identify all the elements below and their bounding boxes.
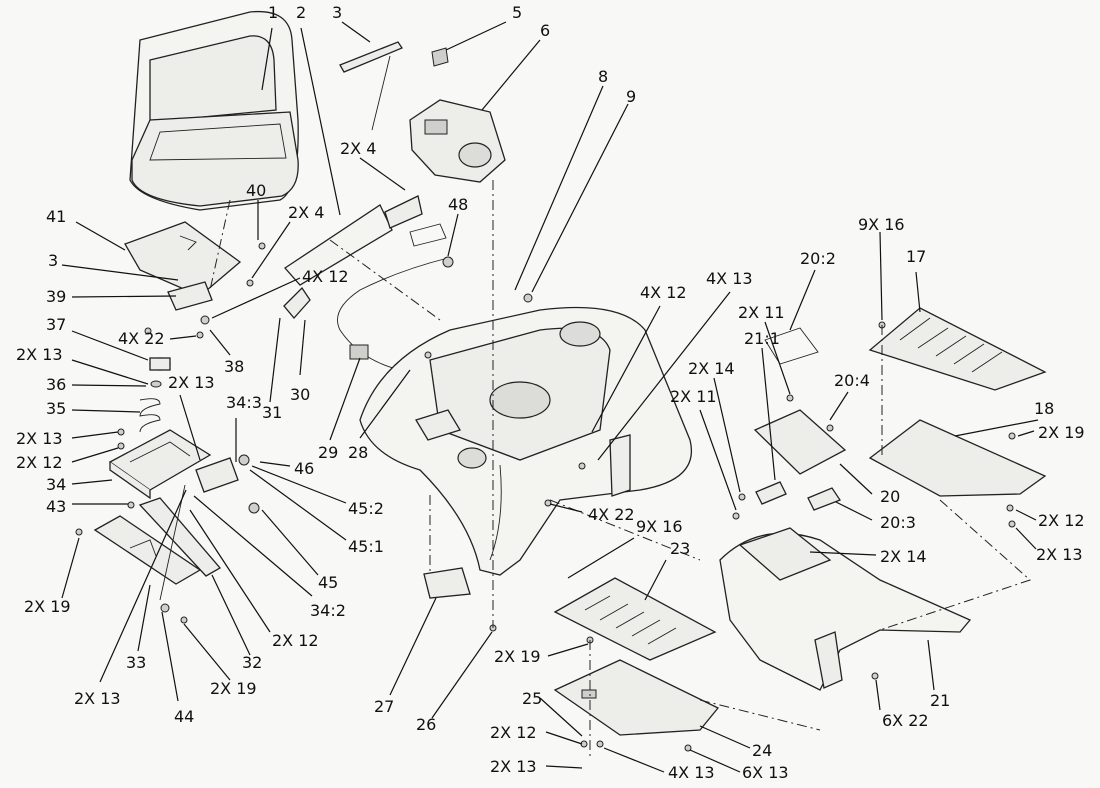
callout-label: 9X 16: [858, 215, 905, 234]
callout-labels: 1 2 3 5 6 8 9 2X 4 40 2X 4 48 41 3 39 4X…: [16, 3, 1085, 782]
console-part: [409, 99, 506, 183]
callout-label: 18: [1034, 399, 1054, 418]
callout-label: 4X 22: [588, 505, 635, 524]
callout-label: 2X 11: [738, 303, 785, 322]
callout-label: 37: [46, 315, 66, 334]
callout-label: 30: [290, 385, 310, 404]
callout-label: 1: [268, 3, 278, 22]
callout-label: 20:3: [880, 513, 916, 532]
callout-label: 3: [332, 3, 342, 22]
seat-spring-assembly: [139, 357, 171, 433]
foot-pad-part: [868, 307, 1047, 391]
callout-label: 6: [540, 21, 550, 40]
callout-label: 4X 12: [302, 267, 349, 286]
pan-part: [553, 659, 720, 736]
callout-label: 2X 12: [490, 723, 537, 742]
callout-label: 25: [522, 689, 542, 708]
callout-label: 6X 22: [882, 711, 929, 730]
callout-label: 34: [46, 475, 66, 494]
seat-plate-part: [124, 221, 242, 297]
callout-label: 2X 11: [670, 387, 717, 406]
callout-label: 2X 4: [288, 203, 324, 222]
callout-label: 2: [296, 3, 306, 22]
callout-label: 2X 14: [880, 547, 927, 566]
callout-label: 45:1: [348, 537, 384, 556]
callout-label: 2X 12: [16, 453, 63, 472]
callout-label: 4X 22: [118, 329, 165, 348]
callout-label: 8: [598, 67, 608, 86]
callout-label: 2X 13: [1036, 545, 1083, 564]
callout-label: 28: [348, 443, 368, 462]
callout-label: 20: [880, 487, 900, 506]
leader-lines: [61, 21, 1039, 773]
callout-label: 32: [242, 653, 262, 672]
callout-label: 2X 12: [272, 631, 319, 650]
callout-label: 4X 13: [706, 269, 753, 288]
callout-label: 2X 13: [490, 757, 537, 776]
rear-fender-part: [719, 527, 972, 691]
callout-label: 2X 19: [24, 597, 71, 616]
footrest-part: [553, 577, 717, 661]
callout-label: 20:4: [834, 371, 870, 390]
cover-plate-part: [753, 327, 847, 511]
callout-label: 2X 13: [16, 345, 63, 364]
callout-label: 2X 19: [210, 679, 257, 698]
callout-label: 41: [46, 207, 66, 226]
callout-label: 46: [294, 459, 314, 478]
callout-label: 27: [374, 697, 394, 716]
callout-label: 36: [46, 375, 66, 394]
callout-label: 17: [906, 247, 926, 266]
callout-label: 2X 14: [688, 359, 735, 378]
callout-label: 20:2: [800, 249, 836, 268]
seat-bracket-part: [144, 242, 266, 339]
callout-label: 45: [318, 573, 338, 592]
callout-label: 2X 13: [74, 689, 121, 708]
callout-label: 2X 4: [340, 139, 376, 158]
seat-mount-part: [108, 429, 212, 500]
callout-label: 39: [46, 287, 66, 306]
callout-label: 2X 19: [1038, 423, 1085, 442]
step-plate-part: [423, 567, 471, 599]
callout-label: 4X 13: [668, 763, 715, 782]
callout-label: 40: [246, 181, 266, 200]
callout-label: 2X 19: [494, 647, 541, 666]
callout-label: 6X 13: [742, 763, 789, 782]
callout-label: 23: [670, 539, 690, 558]
callout-label: 2X 12: [1038, 511, 1085, 530]
callout-label: 29: [318, 443, 338, 462]
callout-label: 45:2: [348, 499, 384, 518]
callout-label: 44: [174, 707, 194, 726]
callout-label: 35: [46, 399, 66, 418]
fender-body-part: [359, 306, 692, 576]
callout-label: 48: [448, 195, 468, 214]
decal-part: [284, 195, 447, 286]
callout-label: 38: [224, 357, 244, 376]
callout-label: 34:2: [310, 601, 346, 620]
callout-label: 21: [930, 691, 950, 710]
callout-label: 4X 12: [640, 283, 687, 302]
switch-part: [431, 47, 449, 67]
seat-linkage-part: [159, 454, 260, 601]
callout-label: 9X 16: [636, 517, 683, 536]
callout-label: 3: [48, 251, 58, 270]
hardware-fasteners: [75, 293, 1016, 752]
seat-part: [129, 10, 299, 211]
callout-label: 31: [262, 403, 282, 422]
rear-pan-part: [868, 419, 1047, 497]
callout-label: 5: [512, 3, 522, 22]
callout-label: 26: [416, 715, 436, 734]
seat-rail-part: [93, 497, 222, 613]
callout-label: 33: [126, 653, 146, 672]
rod-part: [339, 41, 403, 131]
callout-label: 2X 13: [16, 429, 63, 448]
callout-label: 34:3: [226, 393, 262, 412]
callout-label: 43: [46, 497, 66, 516]
latch-part: [283, 286, 311, 319]
callout-label: 2X 13: [168, 373, 215, 392]
callout-label: 9: [626, 87, 636, 106]
callout-label: 21:1: [744, 329, 780, 348]
callout-label: 24: [752, 741, 772, 760]
